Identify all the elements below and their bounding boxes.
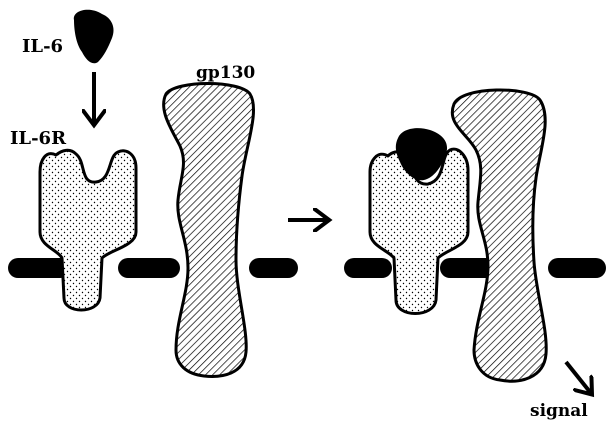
il6r-receptor-left	[40, 150, 136, 310]
gp130-left	[164, 84, 254, 377]
il6r-label: IL-6R	[10, 128, 67, 149]
membrane-right	[344, 258, 606, 278]
il6-label: IL-6	[22, 36, 63, 57]
membrane-left	[8, 258, 298, 278]
signal-arrow	[566, 362, 590, 392]
signal-label: signal	[530, 401, 588, 421]
il6-ligand-left	[74, 10, 114, 64]
gp130-label: gp130	[196, 63, 255, 83]
